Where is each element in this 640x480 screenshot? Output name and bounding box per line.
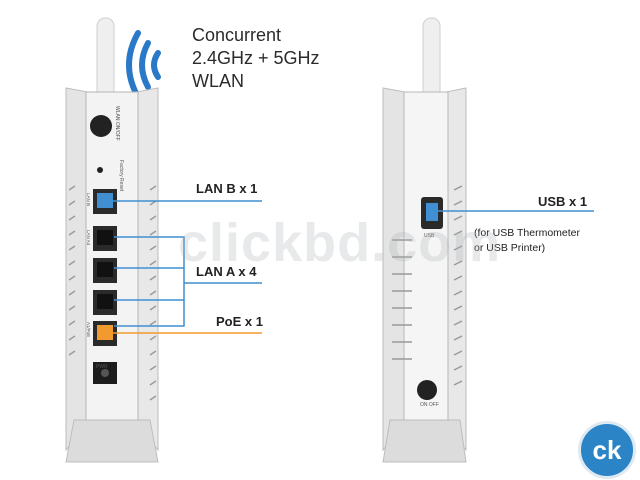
lan-ports [93,189,117,346]
label-power-port: PWR [96,364,108,370]
callout-poe: PoE x 1 [216,314,263,329]
label-wlan-button: WLAN ON/OFF [114,106,120,141]
callout-usb-note: (for USB Thermometer or USB Printer) [474,226,580,256]
headline-line-3: WLAN [192,71,245,91]
callout-lan-b: LAN B x 1 [196,181,258,196]
logo-icon: ck [578,421,636,479]
callout-usb: USB x 1 [538,194,588,209]
label-factory-reset: Factory Reset [118,160,124,192]
wifi-waves-icon [126,30,161,100]
watermark: clickbd.com [178,213,502,273]
label-lan-b-port: LAN B [86,193,91,207]
headline-line-1: Concurrent [192,25,282,45]
wlan-button [90,115,112,137]
router-rear-view [65,17,159,463]
label-poe-port: A1/PoE [86,322,91,338]
router-side-view [382,17,467,463]
callout-lan-a: LAN A x 4 [196,264,257,279]
usb-note-line-2: or USB Printer) [474,242,546,254]
headline: Concurrent 2.4GHz + 5GHz WLAN [192,24,412,93]
headline-line-2: 2.4GHz + 5GHz [192,48,320,68]
label-power-switch: ON OFF [420,402,439,408]
label-lan-a-port: LAN A4 [86,230,91,246]
label-usb-port: USB [424,233,435,239]
callout-lines-left [102,200,262,337]
reset-pinhole [97,167,103,173]
power-switch [417,380,437,400]
usb-note-line-1: (for USB Thermometer [474,227,580,239]
